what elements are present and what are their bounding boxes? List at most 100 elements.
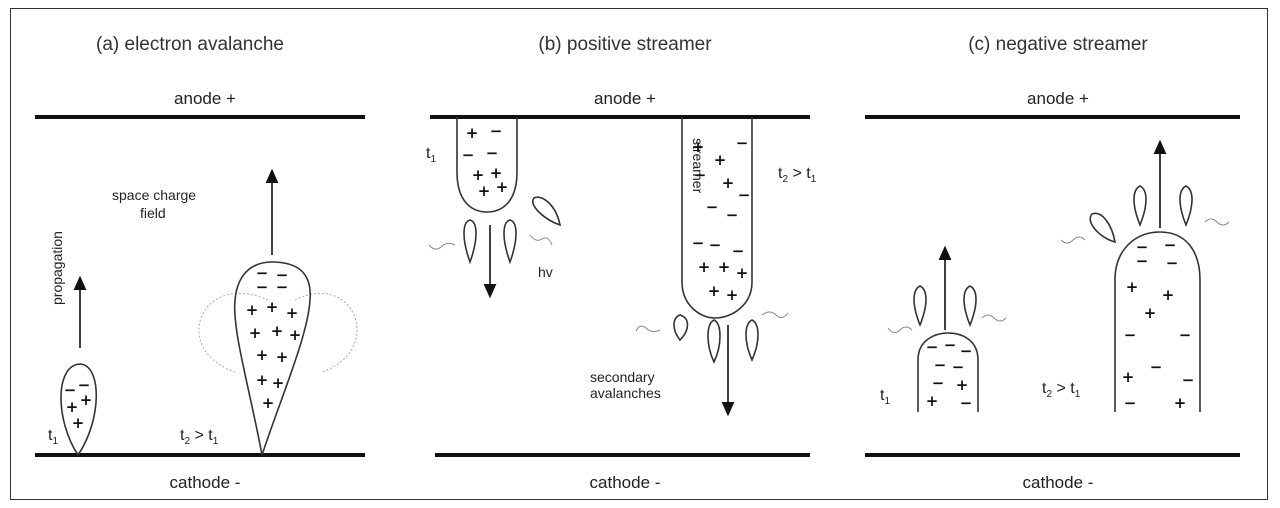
b-secondary-avalanche-4: [674, 315, 688, 340]
positive-charge: +: [256, 371, 269, 389]
positive-charge: +: [478, 182, 491, 200]
panel-a-anode-label: anode +: [174, 89, 236, 108]
panel-a-t2-label: t2 > t1: [180, 427, 219, 447]
positive-charge: +: [72, 414, 85, 432]
panel-a-cathode-label: cathode -: [170, 473, 241, 492]
panel-a-title: (a) electron avalanche: [96, 34, 284, 55]
positive-charge: +: [1126, 278, 1139, 296]
negative-charge: −: [490, 122, 503, 140]
photon-wave-7: [1061, 237, 1085, 243]
panel-c-anode-label: anode +: [1027, 89, 1089, 108]
panel-b-title: (b) positive streamer: [538, 34, 712, 55]
panel-c: (c) negative streamer anode + cathode - …: [865, 34, 1240, 492]
panel-a-t1-label: t1: [48, 427, 58, 447]
positive-charge: +: [276, 348, 289, 366]
panel-b-anode-label: anode +: [594, 89, 656, 108]
negative-charge: −: [738, 186, 751, 204]
positive-charge: +: [1174, 394, 1187, 412]
b-secondary-avalanche-5: [708, 320, 720, 362]
negative-charge: −: [934, 356, 947, 374]
positive-charge: +: [271, 322, 284, 340]
negative-charge: −: [1136, 252, 1149, 270]
negative-charge: −: [709, 236, 722, 254]
positive-charge: +: [266, 298, 279, 316]
negative-charge: −: [1124, 326, 1137, 344]
negative-charge: −: [692, 234, 705, 252]
propagation-label: propagation: [49, 231, 65, 305]
positive-charge: +: [262, 394, 275, 412]
c-avalanche-5: [1090, 213, 1115, 242]
photon-wave-8: [1205, 219, 1229, 225]
positive-charge: +: [80, 391, 93, 409]
field-label: field: [140, 205, 166, 221]
panel-a: (a) electron avalanche anode + cathode -…: [35, 34, 365, 492]
panel-c-t2-label: t2 > t1: [1042, 380, 1081, 400]
negative-charge: −: [462, 146, 475, 164]
positive-charge: +: [249, 324, 262, 342]
photon-wave-2: [530, 235, 552, 245]
positive-charge: +: [956, 376, 969, 394]
space-charge-label: space charge: [112, 187, 196, 203]
positive-charge: +: [286, 304, 299, 322]
panel-b: (b) positive streamer anode + cathode - …: [426, 34, 817, 492]
negative-charge: −: [732, 242, 745, 260]
panel-b-cathode-label: cathode -: [590, 473, 661, 492]
c-avalanche-3: [1134, 186, 1146, 225]
negative-charge: −: [694, 166, 707, 184]
negative-charge: −: [952, 358, 965, 376]
b-secondary-avalanche-6: [746, 320, 758, 360]
photon-wave-4: [762, 312, 788, 318]
panel-c-cathode-label: cathode -: [1023, 473, 1094, 492]
negative-charge: −: [276, 278, 289, 296]
positive-charge: +: [698, 258, 711, 276]
negative-charge: −: [706, 198, 719, 216]
positive-charge: +: [289, 326, 302, 344]
photon-wave-1: [429, 243, 455, 249]
negative-charge: −: [932, 374, 945, 392]
photon-wave-5: [888, 327, 912, 333]
negative-charge: −: [960, 394, 973, 412]
negative-charge: −: [726, 206, 739, 224]
positive-charge: +: [708, 282, 721, 300]
positive-charge: +: [1122, 368, 1135, 386]
positive-charge: +: [496, 178, 509, 196]
positive-charge: +: [272, 374, 285, 392]
positive-charge: +: [1144, 304, 1157, 322]
negative-charge: −: [256, 278, 269, 296]
c-avalanche-2: [964, 286, 976, 325]
c-avalanche-1: [914, 286, 926, 325]
negative-charge: −: [486, 144, 499, 162]
negative-charge: −: [944, 336, 957, 354]
c-avalanche-4: [1180, 186, 1192, 225]
negative-charge: −: [1182, 371, 1195, 389]
panel-c-t1-label: t1: [880, 387, 890, 407]
panel-b-t2-label: t2 > t1: [778, 165, 817, 185]
secondary-label: secondary: [590, 369, 655, 385]
negative-charge: −: [1164, 236, 1177, 254]
positive-charge: +: [718, 258, 731, 276]
positive-charge: +: [246, 301, 259, 319]
positive-charge: +: [736, 264, 749, 282]
negative-charge: −: [926, 338, 939, 356]
photon-wave-3: [636, 326, 660, 332]
hv-label: hv: [538, 264, 553, 280]
positive-charge: +: [726, 286, 739, 304]
negative-charge: −: [1124, 394, 1137, 412]
negative-charge: −: [1166, 254, 1179, 272]
negative-charge: −: [1179, 326, 1192, 344]
positive-charge: +: [722, 174, 735, 192]
photon-wave-6: [982, 315, 1006, 321]
negative-charge: −: [1150, 358, 1163, 376]
positive-charge: +: [466, 124, 479, 142]
b-secondary-avalanche-2: [504, 220, 516, 262]
b-secondary-avalanche-3: [533, 197, 560, 225]
positive-charge: +: [1162, 286, 1175, 304]
positive-charge: +: [926, 392, 939, 410]
avalanches-label: avalanches: [590, 385, 661, 401]
negative-charge: −: [64, 381, 77, 399]
panel-c-title: (c) negative streamer: [968, 34, 1148, 55]
panel-b-t1-label: t1: [426, 145, 436, 165]
negative-charge: −: [736, 134, 749, 152]
positive-charge: +: [714, 151, 727, 169]
